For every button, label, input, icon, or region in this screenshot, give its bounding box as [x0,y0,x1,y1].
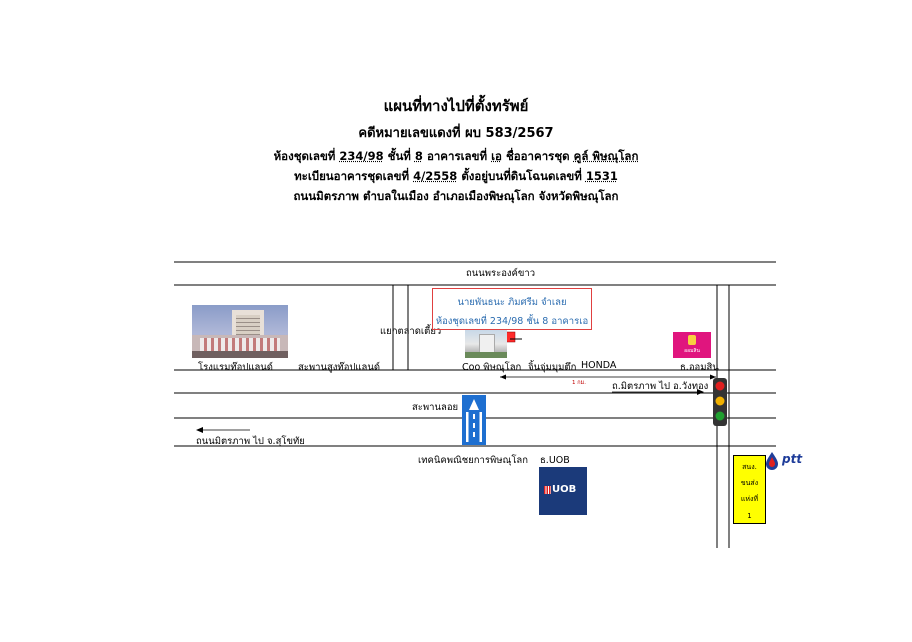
building-number: เอ [491,149,502,163]
transport-office-line-2: ขนส่ง [740,479,759,487]
case-number: 583/2567 [485,126,554,141]
bridge-topland-label: สะพานสูงท๊อปแลนด์ [298,362,381,373]
deed-number: 1531 [585,169,618,183]
floor-number: 8 [414,149,423,163]
honda-label: HONDA [581,360,617,371]
unit-number: 234/98 [339,149,384,163]
address-line: ถนนมิตรภาพ ตำบลในเมือง อำเภอเมืองพิษณุโล… [293,189,619,203]
registration-label: ทะเบียนอาคารชุดเลขที่ [294,169,410,183]
tech-college-label: เทคนิคพณิชยการพิษณุโลก [418,455,529,466]
condo-name: คูล์ พิษณุโลก [573,149,639,163]
transport-office-line-3: แห่งที่ [740,495,759,503]
transport-office-box: สนง. ขนส่ง แห่งที่ 1 [733,455,766,524]
gsb-logo-text: ออมสิน [684,348,700,354]
road-label-phra-ong-khao: ถนนพระองค์ขาว [466,268,536,279]
condo-name-label: ชื่ออาคารชุด [505,149,570,163]
distance-arrow-right-icon [710,374,716,380]
uob-label: ธ.UOB [540,455,570,466]
intersection-label: แยกตลาดเตี้ยว [380,326,442,337]
overpass-label: สะพานลอย [412,402,459,413]
deed-label: ตั้งอยู่บนที่ดินโฉนดเลขที่ [461,169,582,183]
defendant-name: นายพันธนะ ภิมศรีม จำเลย [457,297,567,308]
registration-number: 4/2558 [413,169,458,183]
page-title: แผนที่ทางไปที่ตั้งทรัพย์ [383,97,529,115]
uob-logo-text: UOB [552,484,577,495]
uob-emblem-icon [544,486,551,494]
hotel-label: โรงแรมท๊อปแลนด์ [198,362,273,373]
floor-label: ชั้นที่ [387,149,411,163]
traffic-light-icon [713,378,727,426]
transport-office-line-4: 1 [747,512,752,520]
case-number-line: คดีหมายเลขแดงที่ ผบ 583/2567 [0,122,912,143]
property-info-box: นายพันธนะ ภิมศรีม จำเลย ห้องชุดเลขที่ 23… [432,288,592,330]
coo-building-photo [465,330,507,358]
junction-building-label: จิ้นจุ่มมุมตึก [528,362,577,373]
coo-label: Coo พิษณุโลก [462,362,522,373]
ptt-logo: ptt [782,452,803,466]
distance-arrow-left-icon [500,374,506,380]
building-label: อาคารเลขที่ [426,149,488,163]
gsb-emblem-icon [688,335,696,345]
arrow-left-icon [196,427,203,433]
to-sukhothai-label: ถนนมิตรภาพ ไป จ.สุโขทัย [196,436,305,447]
case-prefix: คดีหมายเลขแดงที่ ผบ [358,126,481,141]
unit-label: ห้องชุดเลขที่ [273,149,336,163]
unit-info: ห้องชุดเลขที่ 234/98 ชั้น 8 อาคารเอ [435,316,589,327]
gsb-logo: ออมสิน [673,332,711,358]
hotel-photo [192,305,288,358]
transport-office-line-1: สนง. [742,463,757,471]
arrow-right-icon [697,389,704,395]
uob-logo: UOB [539,467,587,515]
distance-label: 1 กม. [572,380,586,386]
gsb-label: ธ.ออมสิน [680,362,719,373]
to-wangthong-label: ถ.มิตรภาพ ไป อ.วังทอง [612,381,709,392]
registration-line: ทะเบียนอาคารชุดเลขที่ 4/2558 ตั้งอยู่บนท… [0,168,912,186]
unit-line: ห้องชุดเลขที่ 234/98 ชั้นที่ 8 อาคารเลขท… [0,148,912,166]
